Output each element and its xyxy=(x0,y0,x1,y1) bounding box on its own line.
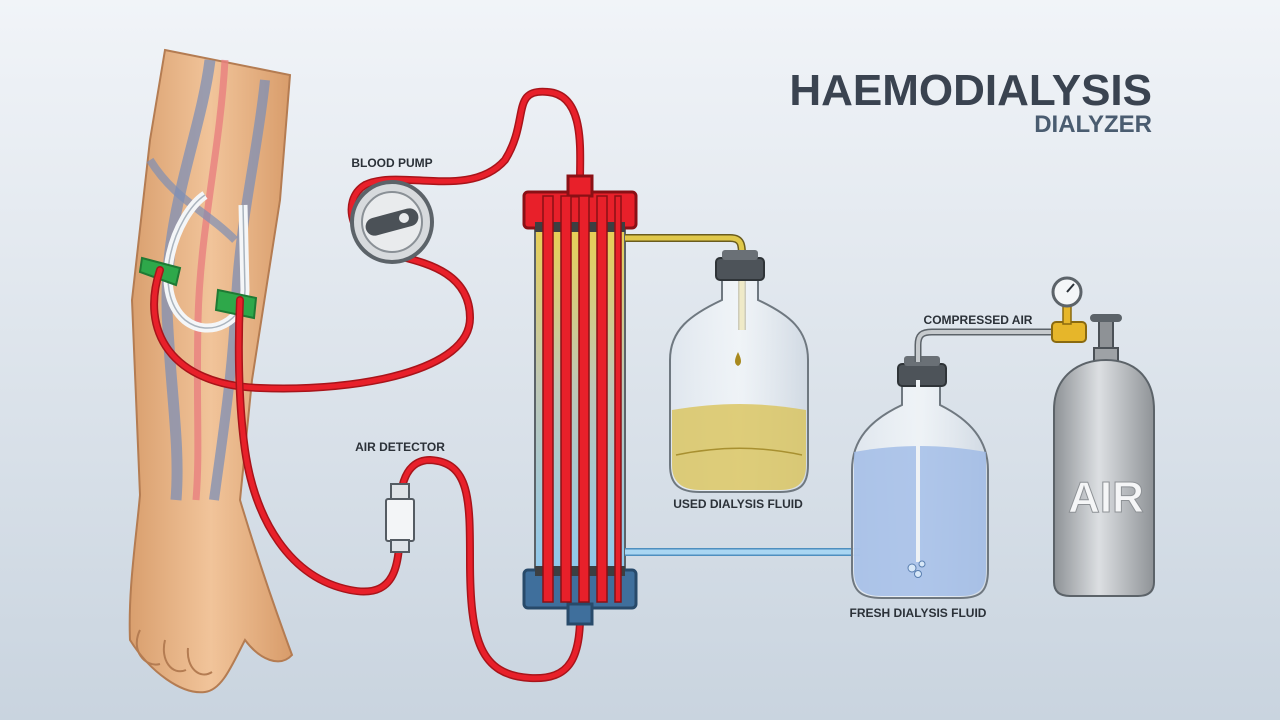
dialyzer-outlet xyxy=(566,602,594,626)
blood-pump xyxy=(350,180,434,264)
valve-handle xyxy=(1090,314,1122,322)
regulator-body xyxy=(1051,321,1087,343)
tank-label: AIR xyxy=(1068,473,1144,522)
air-bubble-1 xyxy=(907,563,917,573)
diagram-title: HAEMODIALYSIS xyxy=(789,66,1152,115)
used-fluid-bottle xyxy=(669,250,809,493)
used-fluid-drop xyxy=(735,352,741,366)
label-fresh-fluid: FRESH DIALYSIS FLUID xyxy=(850,606,987,620)
label-blood-pump: BLOOD PUMP xyxy=(351,156,432,170)
dialyzer-inlet xyxy=(566,174,594,198)
artery-red xyxy=(192,59,229,501)
detector-body xyxy=(385,498,415,542)
label-compressed-air: COMPRESSED AIR xyxy=(924,313,1033,327)
detector-cap-bottom xyxy=(390,539,410,553)
detector-cap-top xyxy=(390,483,410,501)
air-bubble-2 xyxy=(918,560,926,568)
pump-hub xyxy=(399,213,409,223)
air-bubble-3 xyxy=(914,570,922,578)
used-bottle-fluid xyxy=(672,404,806,490)
fresh-bottle-cap xyxy=(897,363,947,387)
diagram-subtitle: DIALYZER xyxy=(1034,111,1152,138)
air-pipe-inner xyxy=(916,330,1060,362)
dialyzer-fiber-1 xyxy=(542,195,554,603)
dialyzer-fiber-3 xyxy=(578,195,590,603)
dialyzer xyxy=(522,174,638,626)
dialyzer-fiber-2 xyxy=(560,195,572,603)
vein-blue-1 xyxy=(161,59,216,501)
gauge-needle xyxy=(1066,283,1075,293)
label-used-fluid: USED DIALYSIS FLUID xyxy=(673,497,803,511)
used-bottle-fluid-line xyxy=(675,447,803,456)
fingers xyxy=(135,629,213,676)
forearm xyxy=(128,48,294,694)
air-tank: AIR xyxy=(1051,276,1155,597)
label-air-detector: AIR DETECTOR xyxy=(355,440,445,454)
tank-body xyxy=(1053,358,1155,597)
valve-stem xyxy=(1098,319,1114,351)
dialyzer-fiber-5 xyxy=(614,195,622,603)
used-bottle-cap-top xyxy=(722,250,758,260)
fresh-fluid-bottle xyxy=(851,356,989,599)
dialyzer-fiber-4 xyxy=(596,195,608,603)
compressed-air-line xyxy=(914,328,1060,362)
used-bottle-cap xyxy=(715,257,765,281)
fresh-bottle-cap-top xyxy=(904,356,940,366)
air-detector xyxy=(385,483,415,553)
